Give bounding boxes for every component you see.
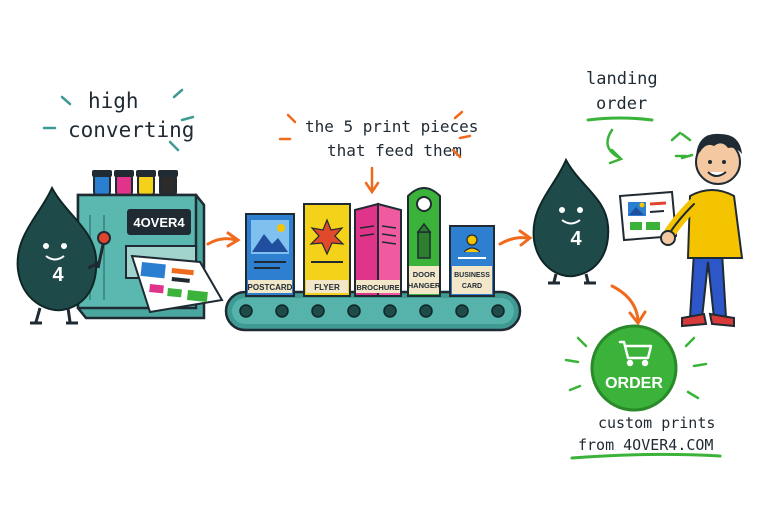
caption-custom-prints: custom prints (598, 414, 715, 432)
arrow-to-order (610, 284, 640, 322)
product-brochure: BROCHURE (354, 202, 402, 297)
press-brand: 4OVER4 (133, 215, 185, 230)
caption-converting: converting (68, 118, 194, 142)
arrow-to-customer (498, 236, 530, 246)
handed-print-card (618, 190, 678, 242)
caption-from-site: from 4OVER4.COM (578, 436, 713, 454)
product-door-hanger-label-1: DOOR (413, 270, 436, 279)
shopping-cart-icon (618, 340, 653, 367)
order-button-label: ORDER (605, 375, 663, 392)
product-business-card: BUSINESS CARD (449, 225, 495, 297)
caption-pieces-line1: the 5 print pieces (305, 117, 478, 136)
right-mascot-number: 4 (570, 228, 582, 250)
caption-pieces-line2: that feed them (327, 141, 462, 160)
printing-press: 4OVER4 (76, 170, 224, 320)
product-flyer-label: FLYER (314, 283, 340, 292)
product-business-card-label-2: CARD (462, 283, 482, 290)
product-brochure-label: BROCHURE (356, 283, 399, 292)
printed-sheet (130, 254, 224, 314)
customer-person (660, 132, 744, 328)
caption-order: order (596, 94, 647, 114)
high-converting-caption: high converting (42, 88, 195, 152)
conveyor-rollers (239, 304, 505, 318)
press-brand-plate (127, 209, 191, 235)
landing-order-caption: landing order (586, 69, 694, 165)
custom-prints-caption: custom prints from 4OVER4.COM (570, 414, 722, 460)
product-postcard: POSTCARD (245, 213, 295, 297)
order-button[interactable]: ORDER (564, 324, 708, 412)
emphasis-marks (42, 88, 195, 152)
order-emphasis-marks (564, 336, 708, 400)
caption-high: high (88, 89, 139, 113)
print-pieces-caption: the 5 print pieces that feed them (278, 110, 478, 195)
ink-drop-mascot-left: 4 (16, 185, 101, 325)
ink-jars (92, 170, 178, 196)
product-door-hanger: DOOR HANGER (407, 187, 441, 297)
caption-landing: landing (586, 69, 658, 89)
conveyor-belt (224, 290, 522, 332)
left-mascot-number: 4 (52, 264, 64, 286)
press-lever-knob (97, 231, 111, 245)
arrow-to-conveyor (206, 237, 238, 246)
product-door-hanger-label-2: HANGER (408, 281, 441, 290)
product-flyer: FLYER (303, 203, 351, 297)
product-business-card-label-1: BUSINESS (454, 272, 490, 279)
product-postcard-label: POSTCARD (248, 283, 293, 292)
ink-drop-mascot-right: 4 (532, 157, 610, 285)
